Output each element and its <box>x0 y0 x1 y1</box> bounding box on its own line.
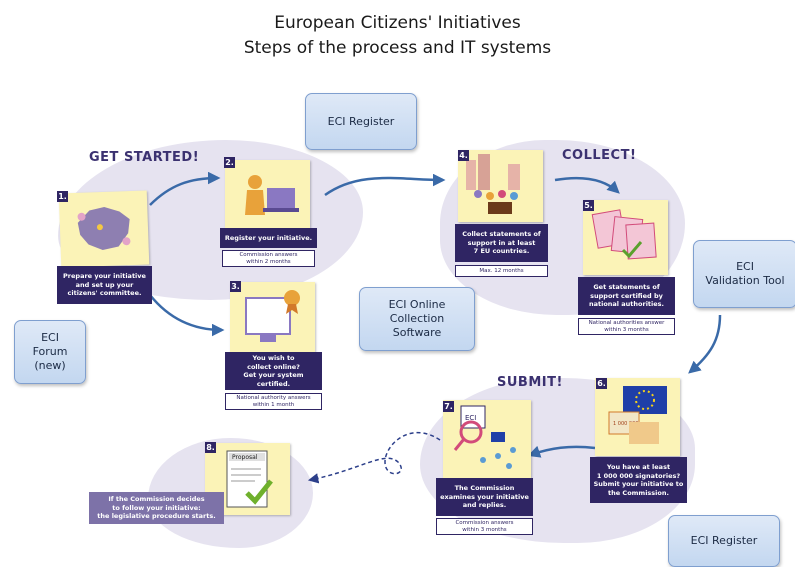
step-1-caption: Prepare your initiative and set up your … <box>57 266 152 304</box>
step-4-number: 4. <box>458 150 469 161</box>
step-2-number: 2. <box>224 157 235 168</box>
stage-collect: COLLECT! <box>562 148 637 163</box>
step-7-note: Commission answers within 3 months <box>436 518 533 535</box>
step-6-illustration: 1 000 000 <box>595 378 680 456</box>
person-laptop-icon <box>245 175 299 215</box>
step-3-note: National authority answers within 1 mont… <box>225 393 322 410</box>
eci-online-collection-software-callout[interactable]: ECI Online Collection Software <box>359 287 475 351</box>
signature-count-label: 1 000 000 <box>613 421 638 427</box>
eci-doc-label: ECI <box>465 414 476 422</box>
step-8-number: 8. <box>205 442 216 453</box>
step-2-illustration <box>225 160 310 228</box>
arrow-1-to-2 <box>149 171 221 206</box>
proposal-label: Proposal <box>232 454 258 461</box>
step-4-note: Max. 12 months <box>455 265 548 277</box>
eci-register-bottom-callout[interactable]: ECI Register <box>668 515 780 567</box>
step-5-note: National authorities answer within 3 mon… <box>578 318 675 335</box>
step-7-caption: The Commission examines your initiative … <box>436 478 533 516</box>
europe-map-icon <box>77 206 131 251</box>
eci-forum-callout[interactable]: ECI Forum (new) <box>14 320 86 384</box>
step-7-number: 7. <box>443 401 454 412</box>
arrow-1-to-3 <box>149 294 225 337</box>
step-3-number: 3. <box>230 281 241 292</box>
step-5-number: 5. <box>583 200 594 211</box>
step-6-number: 6. <box>596 378 607 389</box>
step-5-caption: Get statements of support certified by n… <box>578 277 675 315</box>
arrow-5-to-6 <box>688 314 722 374</box>
step-8-caption: If the Commission decides to follow your… <box>89 492 224 524</box>
certified-computer-icon <box>245 290 300 342</box>
page-title: European Citizens' Initiatives <box>274 13 521 33</box>
step-6-caption: You have at least 1 000 000 signatories?… <box>590 457 687 503</box>
step-3-caption: You wish to collect online? Get your sys… <box>225 352 322 390</box>
proposal-document-icon: Proposal <box>226 450 273 508</box>
certified-documents-icon <box>591 209 657 260</box>
eci-validation-tool-callout[interactable]: ECI Validation Tool <box>693 240 795 308</box>
eu-flag-signatures-icon: 1 000 000 <box>608 386 667 444</box>
arrow-6-to-7 <box>527 445 596 458</box>
step-8-illustration: Proposal <box>205 443 290 515</box>
step-2-note: Commission answers within 2 months <box>222 250 315 267</box>
step-7-illustration: ECI <box>443 400 531 478</box>
magnifier-crowd-icon: ECI <box>453 405 516 469</box>
step-2-caption: Register your initiative. <box>220 228 317 248</box>
eci-register-top-callout[interactable]: ECI Register <box>305 93 417 150</box>
page-subtitle: Steps of the process and IT systems <box>243 38 552 58</box>
arrow-7-to-8-dashed <box>307 431 441 484</box>
stage-get-started: GET STARTED! <box>89 150 200 165</box>
arrow-2-to-4 <box>324 173 446 197</box>
step-3-illustration <box>230 282 315 352</box>
stage-submit: SUBMIT! <box>497 375 563 390</box>
step-5-illustration <box>583 200 668 275</box>
crowd-city-icon <box>466 154 520 214</box>
step-4-caption: Collect statements of support in at leas… <box>455 224 548 262</box>
step-1-illustration <box>58 190 150 268</box>
step-1-number: 1. <box>57 191 68 202</box>
arrow-4-to-5 <box>554 176 620 194</box>
step-4-illustration <box>458 150 543 222</box>
